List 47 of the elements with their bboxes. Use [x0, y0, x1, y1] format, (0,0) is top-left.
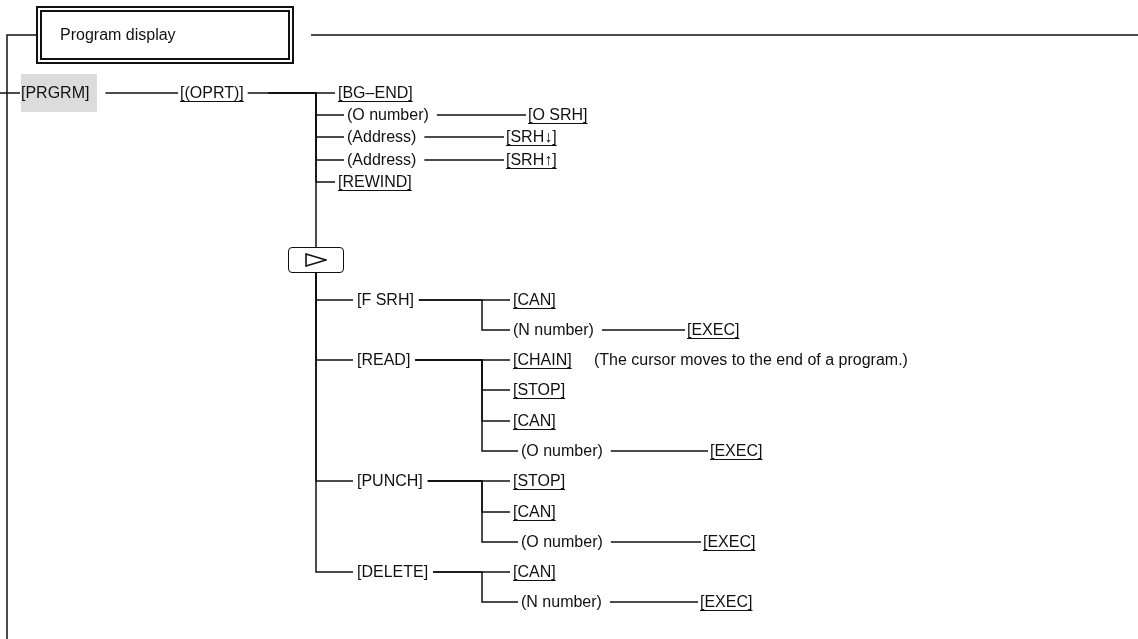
- connector-line: [6, 34, 37, 94]
- connector-line: [601, 329, 686, 331]
- soft-key-label: [BG–END]: [338, 83, 413, 103]
- menu-item-label: (O number): [521, 441, 603, 461]
- menu-item-label: (Address): [347, 150, 417, 170]
- soft-key-label: [SRH↓]: [506, 127, 557, 147]
- connector-line: [423, 159, 505, 161]
- menu-item-label: (Address): [347, 127, 417, 147]
- soft-key-label: [REWIND]: [338, 172, 412, 192]
- selected-key-label: [PRGRM]: [21, 74, 98, 112]
- soft-key-label: [EXEC]: [700, 592, 753, 612]
- connector-line: [610, 450, 709, 452]
- screen-title-box: Program display: [36, 6, 294, 64]
- soft-key-label: [CAN]: [513, 290, 556, 310]
- connector-line: [609, 601, 699, 603]
- note-text: (The cursor moves to the end of a program.): [594, 350, 908, 370]
- connector-line: [427, 480, 519, 543]
- menu-item-label: (O number): [521, 532, 603, 552]
- connector-line: [610, 541, 702, 543]
- connector-line: [315, 272, 354, 573]
- soft-key-label: [STOP]: [513, 380, 566, 400]
- soft-key-label: [SRH↑]: [506, 150, 557, 170]
- menu-item-label: [PUNCH]: [357, 471, 423, 491]
- soft-key-label: [STOP]: [513, 471, 566, 491]
- soft-key-label: [CAN]: [513, 411, 556, 431]
- menu-item-label: (N number): [521, 592, 602, 612]
- soft-key-label: [(OPRT)]: [180, 83, 244, 103]
- soft-key-label: [EXEC]: [703, 532, 756, 552]
- soft-key-label: [CAN]: [513, 562, 556, 582]
- connector-line: [432, 571, 519, 603]
- menu-item-label: (O number): [347, 105, 429, 125]
- soft-key-label: [CAN]: [513, 502, 556, 522]
- menu-item-label: [F SRH]: [357, 290, 414, 310]
- connector-line: [423, 136, 505, 138]
- soft-key-label: [EXEC]: [687, 320, 740, 340]
- soft-key-label: [EXEC]: [710, 441, 763, 461]
- connector-line: [104, 92, 179, 94]
- connector-line: [418, 299, 511, 331]
- next-menu-key: [288, 247, 344, 273]
- soft-key-label: [CHAIN]: [513, 350, 572, 370]
- connector-line: [246, 92, 317, 248]
- menu-item-label: [READ]: [357, 350, 411, 370]
- connector-line: [436, 114, 527, 116]
- menu-item-label: [DELETE]: [357, 562, 429, 582]
- soft-key-label: [O SRH]: [528, 105, 588, 125]
- connector-line: [414, 359, 519, 452]
- menu-item-label: (N number): [513, 320, 594, 340]
